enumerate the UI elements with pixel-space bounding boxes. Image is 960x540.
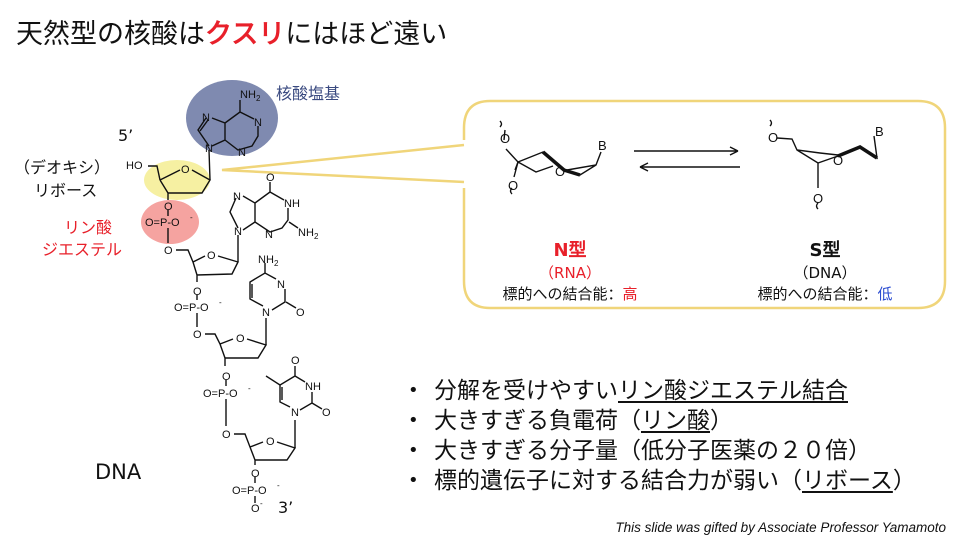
atom-o: O [181, 164, 190, 176]
atom-n: N [205, 143, 213, 155]
problem-list: 分解を受けやすいリン酸ジエステル結合 大きすぎる負電荷（リン酸） 大きすぎる分子… [408, 376, 916, 496]
item-text-after: ） [892, 468, 916, 494]
atom-n: N [265, 229, 273, 241]
affinity-value-high: 高 [622, 285, 638, 303]
list-item: 大きすぎる負電荷（リン酸） [408, 406, 916, 436]
atom-charge: - [277, 481, 280, 490]
n-form-affinity: 標的への結合能：高 [490, 283, 650, 304]
atom-o: O [193, 286, 202, 298]
atom-phosphate: O=P-O [174, 302, 209, 314]
atom-o: O [222, 371, 231, 383]
atom-o: O [164, 245, 173, 257]
atom-o: O [813, 191, 823, 206]
title-text: 天然型の核酸は [16, 19, 205, 50]
slide-title: 天然型の核酸はクスリにはほど遠い [16, 12, 447, 51]
atom-nh2: NH [258, 254, 274, 266]
atom-charge: - [248, 384, 251, 393]
atom-sub: 2 [274, 259, 279, 268]
label-deoxy: （デオキシ） [14, 158, 111, 177]
atom-b: B [875, 124, 884, 139]
title-text-end: にはほど遠い [285, 19, 448, 50]
list-item: 分解を受けやすいリン酸ジエステル結合 [408, 376, 916, 406]
atom-o: O [322, 407, 331, 419]
atom-sub: 2 [256, 94, 261, 103]
atom-nh: NH [305, 381, 321, 393]
bonds [148, 100, 323, 503]
conformation-box [462, 99, 947, 310]
item-text: 分解を受けやすい [434, 378, 618, 404]
atom-o: O [251, 503, 260, 515]
conformation-atom-labels: O O O B O O O B [500, 124, 884, 206]
affinity-value-low: 低 [877, 285, 893, 303]
atom-o: O [164, 201, 173, 213]
atom-o: O [207, 250, 216, 262]
atom-o: O [555, 164, 565, 179]
callout-lines [221, 143, 465, 184]
atom-charge: - [219, 298, 222, 307]
s-form-sub: （DNA） [793, 264, 857, 282]
phosphate-highlight [141, 200, 199, 244]
atom-nh2: NH [240, 89, 256, 101]
atom-o: O [508, 178, 518, 193]
atom-o: O [768, 130, 778, 145]
label-diester: ジエステル [42, 240, 123, 259]
atom-charge: - [190, 213, 193, 222]
item-underlined: リン酸 [641, 408, 710, 434]
atom-nh2: NH [298, 227, 314, 239]
label-phosphate: リン酸 [64, 218, 113, 237]
atom-o: O [236, 333, 245, 345]
label-dna: DNA [95, 460, 142, 484]
n-form-title: N型 [553, 240, 587, 261]
atom-n: N [291, 407, 299, 419]
atom-o: O [296, 307, 305, 319]
item-text: 大きすぎる分子量（低分子医薬の２０倍） [434, 438, 871, 464]
atom-n: N [277, 279, 285, 291]
atom-o: O [193, 329, 202, 341]
atom-o: O [500, 131, 510, 146]
label-nucleobase: 核酸塩基 [276, 84, 341, 103]
title-highlight: クスリ [205, 19, 286, 50]
atom-phosphate: O=P-O [145, 217, 180, 229]
atom-o: O [291, 355, 300, 367]
atom-n: N [233, 191, 241, 203]
s-form-caption: S型 （DNA） 標的への結合能：低 [745, 236, 905, 304]
atom-o: O [251, 468, 260, 480]
atom-charge: - [260, 499, 263, 508]
atom-n: N [262, 307, 270, 319]
item-text: 標的遺伝子に対する結合力が弱い（ [434, 468, 802, 494]
n-form-sub: （RNA） [539, 264, 601, 282]
atom-n: N [202, 112, 210, 124]
atom-o: O [833, 153, 843, 168]
conformation-drawings [499, 119, 878, 210]
list-item: 大きすぎる分子量（低分子医薬の２０倍） [408, 436, 916, 466]
atom-o: O [266, 436, 275, 448]
atom-n: N [238, 147, 246, 159]
atom-o: O [266, 172, 275, 184]
atom-sub: 2 [314, 232, 319, 241]
label-5-prime: 5’ [118, 126, 134, 145]
atom-ho: HO [126, 160, 143, 172]
s-form-title: S型 [809, 240, 841, 261]
s-form-affinity: 標的への結合能：低 [745, 283, 905, 304]
atom-n: N [254, 117, 262, 129]
item-text-after: ） [710, 408, 733, 434]
affinity-label: 標的への結合能： [502, 285, 623, 303]
credit-text: This slide was gifted by Associate Profe… [615, 520, 946, 535]
item-underlined: リボース [802, 468, 893, 494]
atom-n: N [234, 226, 242, 238]
sugar-highlight [144, 160, 210, 200]
atom-o: O [222, 429, 231, 441]
item-underlined: リン酸ジエステル結合 [618, 378, 848, 404]
atom-phosphate: O=P-O [203, 388, 238, 400]
atom-b: B [598, 138, 607, 153]
atom-phosphate: O=P-O [232, 485, 267, 497]
atom-nh: NH [284, 198, 300, 210]
label-ribose: リボース [34, 181, 98, 200]
list-item: 標的遺伝子に対する結合力が弱い（リボース） [408, 466, 916, 496]
n-form-caption: N型 （RNA） 標的への結合能：高 [490, 236, 650, 304]
item-text: 大きすぎる負電荷（ [434, 408, 641, 434]
affinity-label: 標的への結合能： [757, 285, 878, 303]
label-3-prime: 3’ [278, 498, 294, 517]
